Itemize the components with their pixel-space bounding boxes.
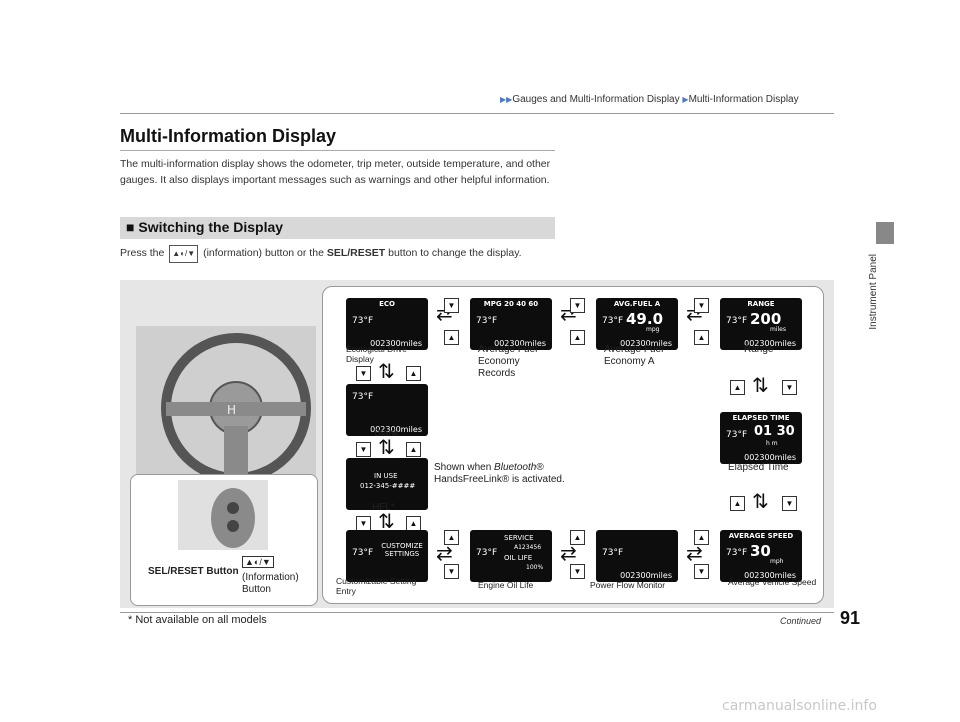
screen-oil: 73°F SERVICE A123456 OIL LIFE 100% [470,530,552,582]
footer-rule [120,612,834,613]
up-button-icon: ▲ [406,442,421,457]
down-button-icon: ▼ [570,564,585,579]
down-button-icon: ▼ [782,496,797,511]
screen-customize: 73°F CUSTOMIZE SETTINGS [346,530,428,582]
svg-text:H: H [227,403,236,417]
down-button-icon: ▼ [356,442,371,457]
label-range: Range [744,344,774,355]
up-button-icon: ▲ [694,530,709,545]
info-button-label: (Information) Button [242,572,299,595]
label-elapsed: Elapsed Time [728,462,789,473]
label-oil: Engine Oil Life [478,580,534,590]
up-button-icon: ▲ [694,330,709,345]
label-records: Average Fuel Economy Records [478,344,538,379]
down-button-icon: ▼ [570,298,585,313]
down-button-icon: ▼ [694,564,709,579]
up-button-icon: ▲ [406,516,421,531]
vertical-swap-icon: ⇅ [752,375,769,397]
screen-hfl: IN USE 012-345-#### [346,458,428,510]
label-eco: Ecological Drive Display [346,344,407,364]
down-button-icon: ▼ [782,380,797,395]
swap-arrow-icon: ⇄ [686,543,703,565]
up-button-icon: ▲ [730,496,745,511]
info-button-glyph: ▲◐/▼ [242,556,274,568]
label-customize: Customizable Setting Entry [336,576,417,596]
vertical-swap-icon: ⇅ [378,361,395,383]
vertical-swap-icon: ⇅ [378,437,395,459]
label-avgfuel: Average Fuel Economy A [604,344,664,367]
down-button-icon: ▼ [356,366,371,381]
vertical-swap-icon: ⇅ [752,491,769,513]
swap-arrow-icon: ⇄ [436,543,453,565]
up-button-icon: ▲ [406,366,421,381]
bluetooth-note: Shown when Bluetooth®HandsFreeLink® is a… [434,462,565,485]
up-button-icon: ▲ [570,530,585,545]
label-blank: Blank [374,428,400,439]
continued-label: Continued [780,616,822,626]
breadcrumb-arrow-icon: ▶▶ [500,95,513,104]
footnote: * Not available on all models [128,614,267,626]
info-button-icon: ▲◐/▼ [169,245,199,263]
steering-wheel-illustration: H [136,326,316,486]
breadcrumb-arrow-icon: ▶ [682,95,689,104]
page-title: Multi-Information Display [120,126,336,146]
up-button-icon: ▲ [444,330,459,345]
label-speed: Average Vehicle Speed [728,577,817,587]
down-button-icon: ▼ [356,516,371,531]
press-instruction: Press the ▲◐/▼ (information) button or t… [120,245,560,263]
sel-reset-button-label: SEL/RESET Button [148,566,239,577]
side-tab-label: Instrument Panel [868,254,879,330]
title-rule [120,150,555,151]
label-power: Power Flow Monitor [590,580,666,590]
down-button-icon: ▼ [694,298,709,313]
up-button-icon: ▲ [444,530,459,545]
section-title: ■ Switching the Display [126,219,284,235]
down-button-icon: ▼ [444,298,459,313]
down-button-icon: ▼ [444,564,459,579]
up-button-icon: ▲ [730,380,745,395]
breadcrumb: ▶▶Gauges and Multi-Information Display ▶… [500,94,799,105]
side-tab [876,222,894,244]
header-rule [120,113,834,114]
watermark: carmanualsonline.info [722,698,877,714]
section-bar [120,217,555,239]
vertical-swap-icon: ⇅ [378,511,395,533]
label-hfl: HFL* [372,502,395,513]
page-number: 91 [840,608,861,628]
intro-text: The multi-information display shows the … [120,158,551,186]
up-button-icon: ▲ [570,330,585,345]
stalk-closeup-illustration [178,480,268,550]
swap-arrow-icon: ⇄ [560,543,577,565]
